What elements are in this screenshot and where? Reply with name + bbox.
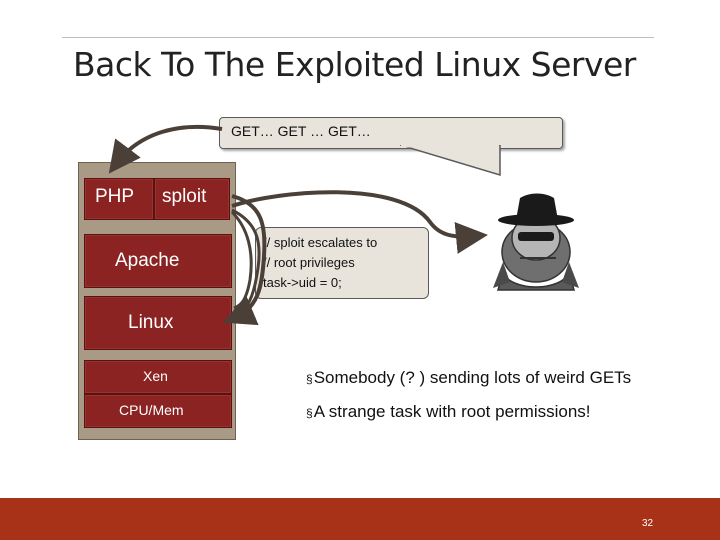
code-box	[255, 227, 429, 299]
bubble-tail	[400, 145, 501, 177]
sploit-layer	[154, 178, 230, 220]
php-layer	[84, 178, 154, 220]
bullet-mark: §	[306, 406, 313, 420]
title-rule	[62, 37, 654, 38]
sploit-to-linux-arrow	[231, 208, 261, 316]
bullet-text: Somebody (? ) sending lots of weird GETs	[313, 368, 632, 387]
xen-label: Xen	[143, 368, 168, 384]
cpu-mem-layer	[84, 394, 232, 428]
sploit-to-spy-arrow	[231, 190, 488, 254]
code-line: // sploit escalates to	[263, 235, 378, 250]
php-label: PHP	[95, 186, 135, 207]
apache-layer	[84, 234, 232, 288]
request-bubble-text: GET… GET … GET…	[231, 123, 371, 139]
footer-bar	[0, 498, 720, 540]
request-arrow	[108, 124, 223, 174]
spy-icon	[493, 193, 579, 291]
slide-title: Back To The Exploited Linux Server	[73, 45, 636, 84]
page-number: 32	[642, 518, 654, 529]
bullet-mark: §	[306, 372, 313, 386]
linux-layer	[84, 296, 232, 350]
xen-layer	[84, 360, 232, 394]
bullet-item: §Somebody (? ) sending lots of weird GET…	[306, 368, 631, 388]
bullet-text: A strange task with root permissions!	[313, 402, 591, 421]
sploit-to-linux-arrow	[230, 210, 253, 310]
apache-label: Apache	[115, 250, 180, 271]
request-bubble	[219, 117, 563, 149]
cpu-mem-label: CPU/Mem	[119, 402, 184, 418]
code-line: task->uid = 0;	[263, 275, 342, 290]
linux-label: Linux	[128, 312, 174, 333]
sploit-to-linux-arrow	[222, 194, 267, 326]
code-line: // root privileges	[263, 255, 355, 270]
sploit-label: sploit	[162, 186, 207, 207]
bullet-item: §A strange task with root permissions!	[306, 402, 591, 422]
